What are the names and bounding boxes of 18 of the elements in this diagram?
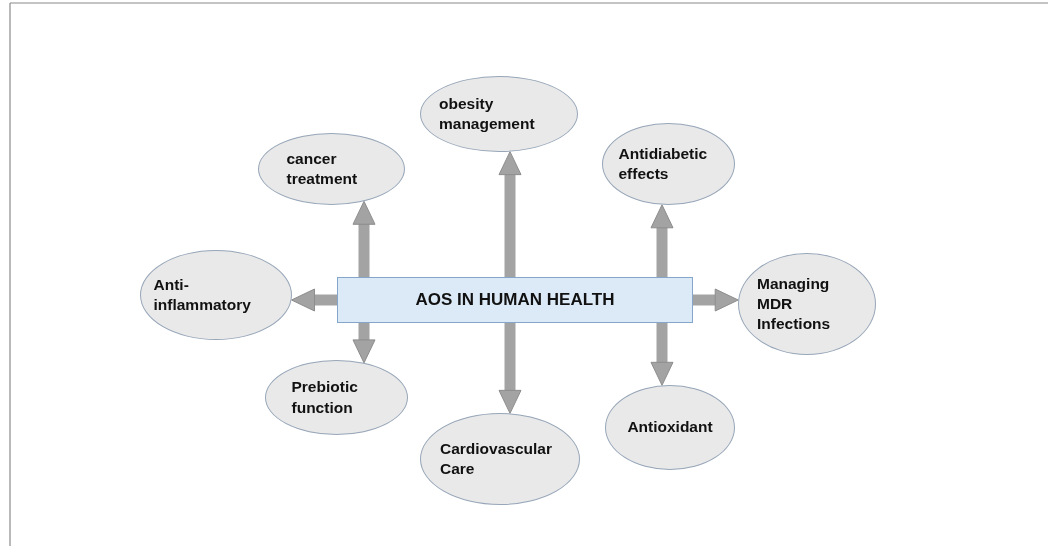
node-label: Anti-inflammatory [153,274,252,315]
block-arrow [352,200,376,277]
block-arrow [498,323,522,414]
node-label: Managing MDR Infections [757,273,832,335]
block-arrow [352,323,376,364]
node-label: Cardiovascular Care [440,438,553,479]
block-arrow [693,288,739,312]
node-label: obesity management [439,93,536,134]
block-arrow [291,288,337,312]
node-label: cancer treatment [286,148,359,189]
node-label: Prebiotic function [291,377,359,418]
node-label: Antidiabetic effects [618,143,709,184]
block-arrow [650,204,674,277]
node-label: AOS IN HUMAN HEALTH [415,288,615,311]
block-arrow [650,323,674,386]
block-arrow [498,151,522,277]
central-box [337,277,693,323]
node-label: Antioxidant [627,417,713,438]
